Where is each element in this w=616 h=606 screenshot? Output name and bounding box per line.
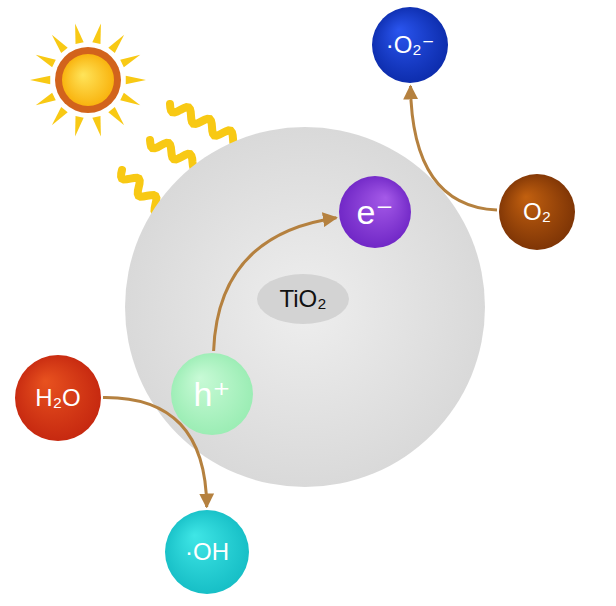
sun-core [62,54,114,106]
node-label: h⁺ [194,377,231,411]
sun-ray [30,76,50,84]
radical-circle: ·O₂⁻ [372,7,448,83]
label-backdrop [257,274,349,324]
circle-fill [165,510,249,594]
sun-ray [52,35,68,53]
sun-ray [36,55,56,68]
electron-circle: e⁻ [339,176,411,248]
sun-ray [75,116,84,137]
reaction-arrow [214,218,337,351]
reactant-circle: O₂ [499,174,575,250]
reaction-arrow [103,397,207,507]
node-label: H₂O [35,386,80,410]
sun-ray [108,107,124,125]
node-label: O₂ [523,200,551,224]
circle-fill [15,355,101,441]
sun-ray [120,55,140,68]
radical-circle: ·OH [165,510,249,594]
sun-ray [36,93,56,106]
catalyst-particle: TiO₂ e⁻ h⁺ [125,127,485,487]
sun-disk [55,47,121,113]
sun-ray [92,116,101,137]
node-label: ·OH [185,540,229,564]
sun-ray [108,35,124,53]
reaction-arrow [411,86,498,210]
circle-fill [125,127,485,487]
sun-ray [52,107,68,125]
sun-ray [126,76,146,84]
hole-circle: h⁺ [171,353,253,435]
reactant-circle: H₂O [15,355,101,441]
sun-rays [30,23,146,136]
circle-fill [171,353,253,435]
circle-fill [339,176,411,248]
sun-ray [92,23,101,44]
circle-fill [499,174,575,250]
sun-ray [75,23,84,44]
node-label: e⁻ [357,195,394,229]
circle-fill [372,7,448,83]
node-label: ·O₂⁻ [386,33,435,57]
node-label: TiO₂ [279,287,326,311]
sun-ray [120,93,140,106]
